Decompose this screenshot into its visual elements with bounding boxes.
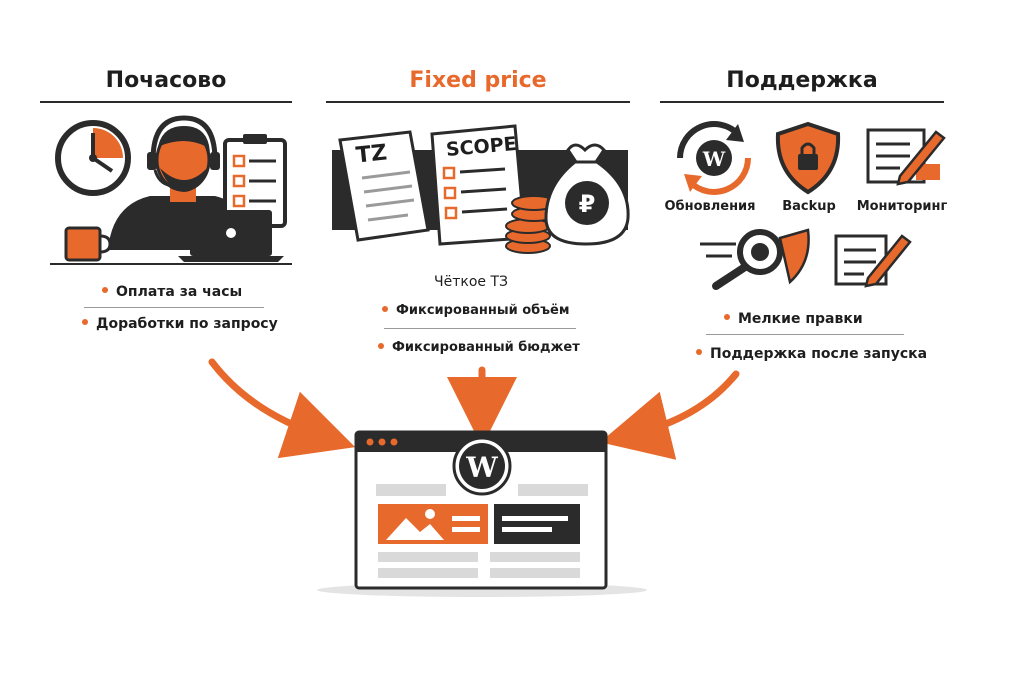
monitoring-document-pencil-icon: [866, 128, 946, 186]
clock-icon: [55, 120, 131, 196]
hourly-separator: [84, 307, 264, 308]
scope-document-icon: [430, 124, 527, 246]
svg-text:W: W: [702, 147, 726, 171]
title-fixed: Fixed price: [409, 68, 547, 93]
coffee-mug-icon: [64, 226, 112, 262]
label-updates: Обновления: [664, 199, 756, 214]
divider-fixed: [326, 101, 630, 103]
support-bullet-1: Мелкие правки: [724, 311, 863, 327]
divider-hourly: [40, 101, 292, 103]
support-separator: [706, 334, 904, 335]
label-monitoring: Мониторинг: [856, 199, 948, 214]
bullet-dot: [382, 305, 388, 312]
hourly-bullet-2: Доработки по запросу: [82, 316, 278, 332]
backup-shield-lock-icon: [775, 121, 841, 195]
bullet-dot: [696, 349, 702, 355]
bullet-dot: [378, 342, 384, 349]
arrow-from-hourly: [208, 358, 356, 459]
title-hourly: Почасово: [105, 68, 227, 93]
title-support: Поддержка: [726, 68, 878, 93]
fixed-bullet-1: Фиксированный объём: [382, 303, 569, 318]
bullet-dot: [102, 287, 108, 293]
fixed-intro: Чёткое ТЗ: [434, 274, 508, 290]
ruble-money-bag-icon: ₽: [544, 143, 630, 246]
tz-document-icon: [338, 130, 430, 242]
laptop-icon: [178, 210, 284, 262]
edit-document-pencil-icon: [834, 234, 912, 288]
support-bullet-2: Поддержка после запуска: [696, 346, 927, 362]
hourly-bullet-1: Оплата за часы: [102, 284, 242, 300]
tz-document-label: TZ: [354, 140, 389, 169]
label-backup: Backup: [782, 199, 836, 214]
arrow-from-support: [599, 370, 740, 460]
magnifier-bug-icon: [700, 228, 810, 290]
bullet-dot: [724, 314, 730, 320]
divider-support: [660, 101, 944, 103]
wordpress-site-window: W: [317, 430, 647, 597]
fixed-bullet-2: Фиксированный бюджет: [378, 340, 580, 355]
fixed-separator: [384, 328, 576, 329]
bullet-dot: [82, 319, 88, 325]
developer-with-headset-icon: [108, 115, 258, 250]
svg-text:W: W: [465, 451, 498, 484]
wordpress-update-icon: W: [677, 121, 751, 195]
svg-text:₽: ₽: [579, 190, 596, 218]
